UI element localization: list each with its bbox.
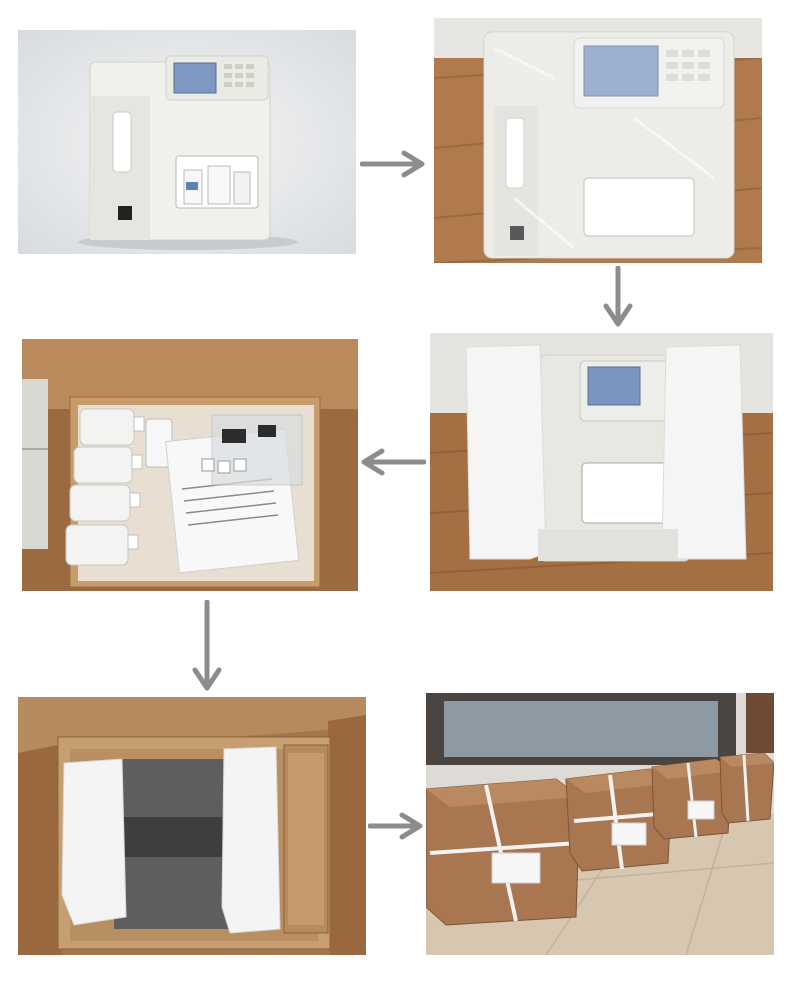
- photo-unit-in-carton: [18, 697, 366, 955]
- arrow-down-icon: [603, 266, 633, 327]
- arrow-right-1: [360, 150, 428, 178]
- arrow-right-icon: [368, 812, 423, 840]
- reagents-accessories-illustration: [22, 339, 358, 591]
- analyzer-unit-illustration: [18, 30, 356, 254]
- photo-reagents-accessories-box: [22, 339, 358, 591]
- photo-analyzer-unit: [18, 30, 356, 254]
- sealed-cartons-illustration: [426, 693, 774, 955]
- arrow-down-icon: [192, 600, 222, 691]
- plastic-wrapped-unit-illustration: [434, 18, 762, 263]
- arrow-left-icon: [361, 448, 426, 476]
- arrow-down-1: [602, 266, 634, 330]
- arrow-left-1: [358, 448, 426, 476]
- foam-padded-unit-illustration: [430, 333, 773, 591]
- photo-foam-padded-unit: [430, 333, 773, 591]
- arrow-down-2: [191, 600, 223, 694]
- photo-plastic-wrapped-unit: [434, 18, 762, 263]
- arrow-right-2: [368, 812, 426, 840]
- unit-in-carton-illustration: [18, 697, 366, 955]
- photo-sealed-cartons: [426, 693, 774, 955]
- arrow-right-icon: [360, 150, 425, 178]
